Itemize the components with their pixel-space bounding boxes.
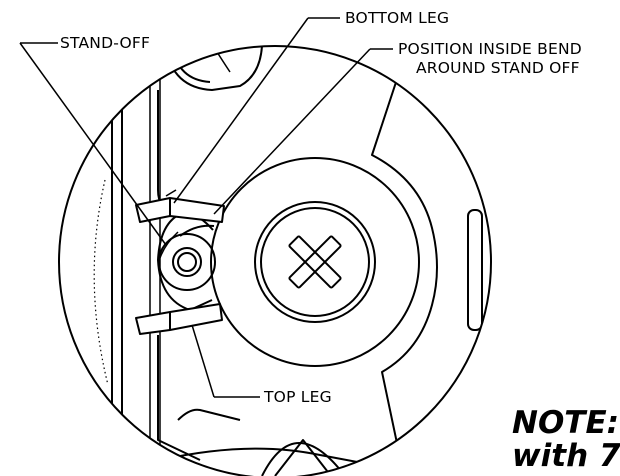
callout-top-leg: TOP LEG [264,388,332,406]
note-line1: NOTE: [512,405,620,441]
stand-off [158,233,216,291]
screw-hub [210,157,420,367]
detail-view-circle [58,45,492,476]
note-line2: with 7 [512,438,620,474]
callout-position-line1: POSITION INSIDE BEND [398,40,582,58]
part-geometry [93,46,483,476]
spring-body [156,210,215,312]
callout-position-line2: AROUND STAND OFF [416,59,580,77]
callout-bottom-leg: BOTTOM LEG [345,9,450,27]
leader-lines [19,17,393,398]
bottom-leg [135,189,225,223]
top-leg [135,303,223,335]
cross-recess-icon [288,235,342,289]
callout-stand-off: STAND-OFF [60,34,151,52]
